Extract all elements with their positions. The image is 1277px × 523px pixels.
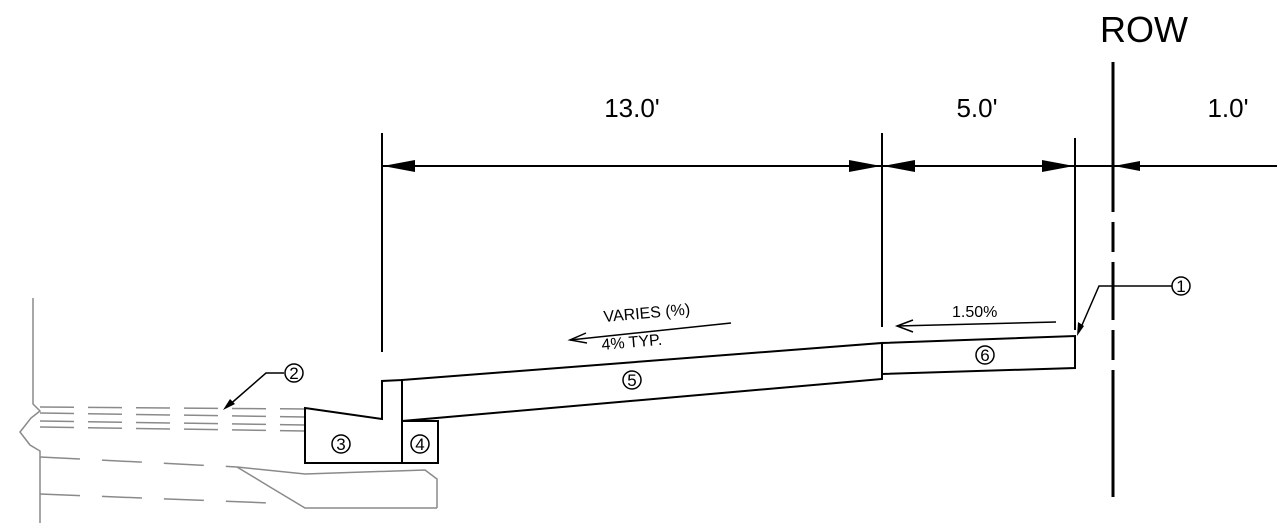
callout-label-4: 4 bbox=[415, 435, 424, 454]
leader-1-arrowhead bbox=[1077, 322, 1084, 336]
existing-subgrade-line bbox=[236, 466, 438, 508]
existing-ground bbox=[19, 298, 438, 523]
callout-leader-arrows bbox=[223, 322, 1084, 410]
slope-arrows bbox=[567, 319, 1057, 344]
callout-circle-1 bbox=[1171, 276, 1191, 296]
existing-dash-3 bbox=[39, 420, 306, 426]
callout-leaders bbox=[226, 285, 1172, 408]
arrow-5-right bbox=[1042, 160, 1074, 172]
leader-2 bbox=[226, 372, 284, 408]
curb-base-shape bbox=[401, 420, 439, 464]
callout-label-1: 1 bbox=[1176, 277, 1185, 296]
slope-arrow-sidewalk bbox=[896, 321, 1057, 327]
slope-arrow-varies bbox=[569, 322, 732, 341]
dimension-label-5: 5.0' bbox=[956, 93, 997, 123]
callout-circle-3 bbox=[331, 434, 351, 454]
dimension-lines bbox=[381, 133, 1277, 352]
callout-label-3: 3 bbox=[336, 435, 345, 454]
callout-label-6: 6 bbox=[980, 346, 989, 365]
driveway-slab-shape bbox=[401, 341, 883, 423]
arrow-5-left bbox=[883, 160, 915, 172]
arrow-13-right bbox=[849, 160, 881, 172]
dimension-label-13: 13.0' bbox=[604, 93, 660, 123]
callout-circle-2 bbox=[284, 363, 304, 383]
slope-label-typical: 4% TYP. bbox=[601, 332, 663, 354]
slope-arrowhead-varies bbox=[567, 332, 588, 344]
existing-edge-line bbox=[19, 298, 42, 523]
slope-label-varies: VARIES (%) bbox=[603, 301, 691, 326]
existing-dash-2 bbox=[39, 412, 306, 418]
callout-circle-4 bbox=[410, 434, 430, 454]
callout-label-2: 2 bbox=[289, 364, 298, 383]
existing-subgrade-line-2 bbox=[236, 466, 437, 509]
slope-label-sidewalk: 1.50% bbox=[952, 304, 997, 321]
curb-gutter-shape bbox=[304, 378, 403, 464]
section-shapes bbox=[304, 334, 1076, 464]
callout-circles bbox=[284, 276, 1191, 454]
slope-arrowhead-sidewalk bbox=[894, 319, 914, 333]
arrow-13-left bbox=[383, 160, 415, 172]
callout-label-5: 5 bbox=[627, 371, 636, 390]
row-label: ROW bbox=[1100, 9, 1188, 50]
leader-1 bbox=[1078, 285, 1172, 333]
existing-dash-6 bbox=[39, 493, 271, 504]
sidewalk-slab-shape bbox=[881, 334, 1076, 376]
arrow-1-left bbox=[1114, 161, 1140, 171]
existing-dash-5 bbox=[39, 456, 238, 468]
callout-circle-6 bbox=[975, 345, 995, 365]
callout-circle-5 bbox=[622, 370, 642, 390]
leader-2-arrowhead bbox=[223, 399, 235, 410]
dimension-arrows bbox=[383, 160, 1140, 172]
existing-dash-1 bbox=[39, 406, 306, 410]
existing-dash-4 bbox=[39, 426, 306, 432]
dimension-label-1: 1.0' bbox=[1207, 93, 1248, 123]
